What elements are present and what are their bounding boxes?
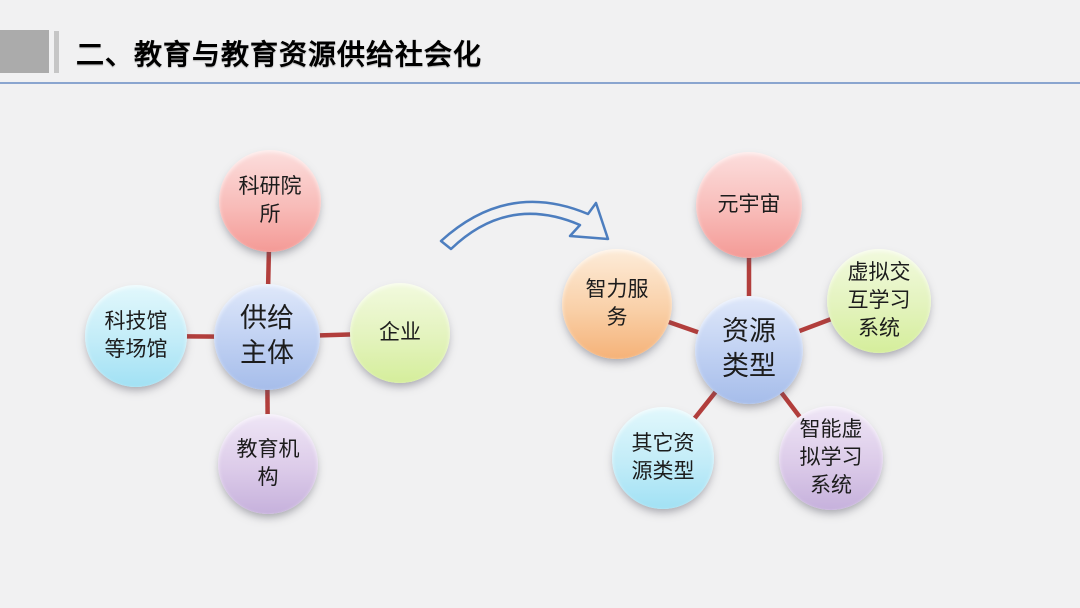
node-intelligent-virtual-learning-system: 智能虚 拟学习 系统 (779, 406, 883, 510)
header-rule (0, 82, 1080, 84)
node-science-venues: 科技馆 等场馆 (85, 285, 187, 387)
node-label: 科技馆 等场馆 (104, 309, 168, 361)
node-metaverse: 元宇宙 (696, 152, 802, 258)
node-label: 智能虚 拟学习 系统 (799, 417, 863, 497)
header-gray-block (0, 30, 49, 73)
node-label: 资源 类型 (722, 316, 776, 382)
node-other-resource-types: 其它资 源类型 (612, 407, 714, 509)
slide-title: 二、教育与教育资源供给社会化 (76, 39, 483, 70)
node-research-institutes: 科研院 所 (219, 150, 321, 252)
header-gray-bar (54, 31, 59, 73)
node-label: 企业 (379, 320, 421, 345)
node-label: 教育机 构 (236, 437, 300, 489)
node-supply-subject-center: 供给 主体 (214, 284, 320, 390)
node-label: 元宇宙 (717, 192, 781, 217)
node-enterprises: 企业 (350, 283, 450, 383)
node-virtual-interactive-learning-system: 虚拟交 互学习 系统 (827, 249, 931, 353)
node-label: 其它资 源类型 (631, 431, 695, 483)
node-label: 虚拟交 互学习 系统 (847, 260, 911, 340)
node-intellectual-services: 智力服 务 (562, 249, 672, 359)
node-resource-type-center: 资源 类型 (695, 296, 803, 404)
node-education-institutions: 教育机 构 (218, 414, 318, 514)
node-label: 科研院 所 (238, 174, 302, 226)
node-label: 供给 主体 (240, 303, 294, 369)
curved-flow-arrow (439, 200, 610, 251)
node-label: 智力服 务 (585, 277, 649, 329)
